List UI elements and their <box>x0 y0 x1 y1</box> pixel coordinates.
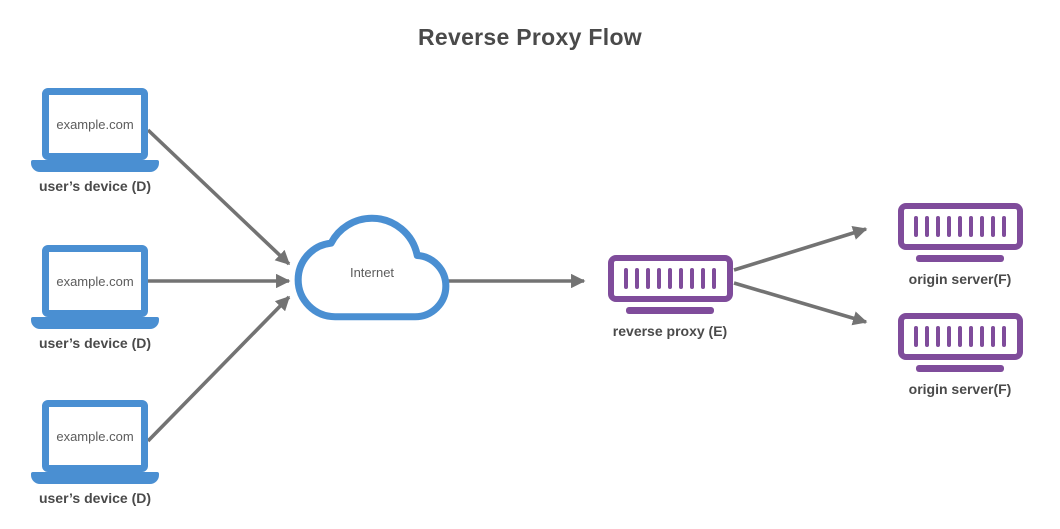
user-device-node-3: example.com user’s device (D) <box>30 400 160 506</box>
laptop-base <box>31 317 159 329</box>
arrow-device3-to-internet <box>146 295 291 443</box>
arrow-proxy-to-origin2 <box>733 281 868 326</box>
origin-server-node-1: origin server(F) <box>894 203 1026 287</box>
laptop-icon: example.com <box>42 245 148 317</box>
laptop-base <box>31 472 159 484</box>
device-caption: user’s device (D) <box>38 178 152 194</box>
device-caption: user’s device (D) <box>38 335 152 351</box>
server-base-bar <box>916 255 1004 262</box>
origin-server-caption: origin server(F) <box>908 380 1012 397</box>
cloud-icon <box>294 214 450 321</box>
laptop-screen-label: example.com <box>56 116 134 132</box>
device-caption: user’s device (D) <box>38 490 152 506</box>
internet-label: Internet <box>349 265 395 280</box>
origin-server-caption: origin server(F) <box>908 270 1012 287</box>
laptop-icon: example.com <box>42 400 148 472</box>
user-device-node-1: example.com user’s device (D) <box>30 88 160 194</box>
server-icon <box>897 313 1023 360</box>
server-icon <box>897 203 1023 250</box>
laptop-icon: example.com <box>42 88 148 160</box>
server-base-bar <box>916 365 1004 372</box>
diagram-title: Reverse Proxy Flow <box>417 24 642 50</box>
laptop-screen-label: example.com <box>56 273 134 289</box>
arrow-device1-to-internet <box>146 128 291 266</box>
laptop-screen-label: example.com <box>56 428 134 444</box>
origin-server-node-2: origin server(F) <box>894 313 1026 397</box>
server-icon <box>607 255 733 302</box>
server-base-bar <box>626 307 714 314</box>
user-device-node-2: example.com user’s device (D) <box>30 245 160 351</box>
internet-cloud-node: Internet <box>292 212 452 323</box>
laptop-base <box>31 160 159 172</box>
reverse-proxy-node: reverse proxy (E) <box>604 255 736 339</box>
reverse-proxy-caption: reverse proxy (E) <box>612 322 728 339</box>
arrow-proxy-to-origin1 <box>733 225 868 272</box>
